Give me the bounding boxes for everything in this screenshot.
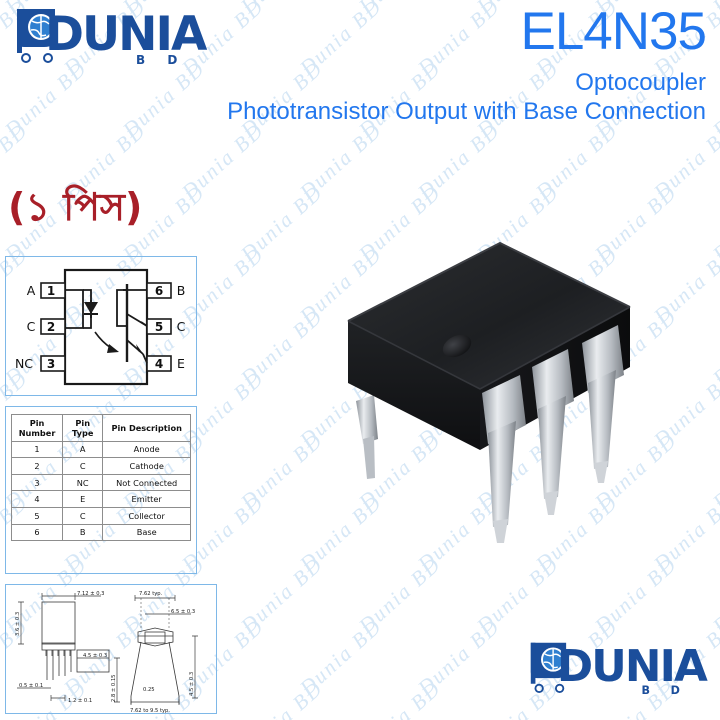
pin-table-panel — [5, 406, 197, 574]
svg-text:7.62 to 9.5 typ.: 7.62 to 9.5 typ. — [130, 708, 170, 714]
pin-description-cell: Collector — [102, 506, 191, 525]
part-number-title: EL4N35 — [520, 2, 707, 61]
product-description-subtitle: Phototransistor Output with Base Connect… — [227, 98, 706, 125]
product-category-subtitle: Optocoupler — [575, 69, 706, 96]
pin-description-table: Pin Number Pin Type Pin Description 1 A … — [10, 414, 191, 542]
table-row: 2 C Cathode — [10, 457, 191, 475]
table-row: 4 E Emitter — [10, 490, 191, 508]
pin-description-cell: Base — [102, 523, 191, 542]
dimension-drawing-panel — [5, 584, 217, 714]
table-row: 3 NC Not Connected — [10, 473, 191, 492]
pin-number-cell: 3 — [10, 473, 64, 492]
table-header-cell: Pin Description — [102, 414, 191, 442]
brand-logo-top: DUNIA B D — [14, 6, 214, 68]
brand-name: DUNIA — [45, 7, 207, 62]
pin-description-cell: Not Connected — [102, 473, 191, 492]
svg-text:NC: NC — [15, 356, 33, 371]
front-leads — [482, 325, 624, 543]
svg-text:6.5 ± 0.3: 6.5 ± 0.3 — [171, 609, 195, 615]
shopping-cart-globe-icon — [17, 9, 55, 63]
rear-leads — [356, 395, 378, 479]
shopping-cart-globe-icon — [530, 642, 567, 694]
pin-description-cell: Anode — [102, 440, 191, 459]
table-row: 1 A Anode — [10, 440, 191, 459]
svg-text:2.8 ± 0.15: 2.8 ± 0.15 — [111, 675, 117, 702]
svg-text:E: E — [177, 356, 185, 371]
svg-text:3: 3 — [47, 357, 55, 371]
table-header-cell: Pin Number — [10, 414, 64, 442]
pin-number-cell: 6 — [10, 523, 64, 542]
svg-text:1.2 ± 0.1: 1.2 ± 0.1 — [68, 698, 92, 704]
schematic-panel — [5, 256, 197, 396]
header: DUNIA B D EL4N35 Optocoupler Phototransi… — [0, 0, 720, 140]
svg-text:C: C — [27, 319, 36, 334]
table-row: 5 C Collector — [10, 506, 191, 525]
brand-name: DUNIA — [556, 640, 708, 693]
table-header-row: Pin Number Pin Type Pin Description — [10, 414, 191, 442]
svg-text:7.12 ± 0.3: 7.12 ± 0.3 — [77, 591, 104, 597]
pin-type-cell: NC — [62, 473, 104, 492]
table-header-cell: Pin Type — [62, 414, 104, 442]
pin-number-cell: 2 — [10, 457, 64, 475]
internal-schematic-diagram: 1 2 3 A C NC 6 5 4 B C E — [15, 268, 186, 386]
svg-text:2: 2 — [47, 320, 55, 334]
svg-text:6: 6 — [155, 284, 163, 298]
svg-text:0.25: 0.25 — [143, 687, 155, 693]
pin-type-cell: E — [62, 490, 104, 508]
svg-text:1: 1 — [47, 284, 55, 298]
product-photo — [347, 241, 631, 543]
pin-type-cell: C — [62, 457, 104, 475]
pin-description-cell: Emitter — [102, 490, 191, 508]
pin-number-cell: 4 — [10, 490, 64, 508]
svg-text:3.6 ± 0.3: 3.6 ± 0.3 — [15, 612, 21, 636]
svg-text:0.5 ± 0.1: 0.5 ± 0.1 — [19, 683, 43, 689]
pin-description-cell: Cathode — [102, 457, 191, 475]
brand-sub: B D — [136, 53, 187, 67]
pin1-dimple-marker — [442, 334, 472, 358]
quantity-badge: (১ পিস) — [8, 185, 143, 229]
svg-text:A: A — [27, 283, 36, 298]
brand-logo-bottom: DUNIA B D — [528, 640, 708, 698]
svg-text:C: C — [177, 319, 186, 334]
svg-text:7.62 typ.: 7.62 typ. — [139, 591, 163, 597]
pin-type-cell: C — [62, 506, 104, 525]
brand-sub: B D — [641, 683, 689, 697]
pin-type-cell: A — [62, 440, 104, 459]
svg-text:4.5 ± 0.3: 4.5 ± 0.3 — [189, 672, 195, 696]
pin-number-cell: 1 — [10, 440, 64, 459]
package-dimension-drawing: 7.12 ± 0.3 4.5 ± 0.3 0.5 ± 0.1 1.2 ± 0.1… — [15, 591, 198, 714]
pin-number-cell: 5 — [10, 506, 64, 525]
svg-text:5: 5 — [155, 320, 163, 334]
pin-type-cell: B — [62, 523, 104, 542]
package-front-face — [348, 321, 480, 450]
table-row: 6 B Base — [10, 523, 191, 542]
package-top-face — [348, 243, 630, 389]
svg-text:B: B — [177, 283, 186, 298]
svg-text:4.5 ± 0.3: 4.5 ± 0.3 — [83, 653, 107, 659]
svg-text:4: 4 — [155, 357, 163, 371]
